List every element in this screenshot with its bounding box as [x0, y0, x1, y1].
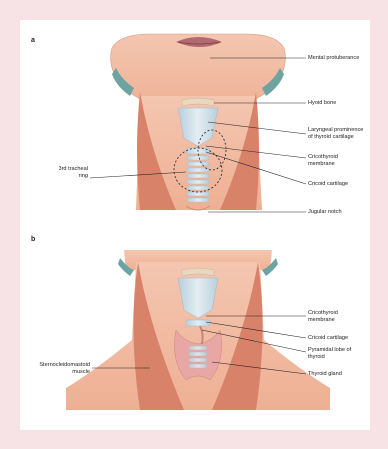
label-thyroid-gland: Thyroid gland: [308, 371, 378, 378]
label-pyramidal-lobe: Pyramidal lobe of thyroid: [308, 347, 358, 360]
label-hyoid-bone: Hyoid bone: [308, 100, 378, 107]
label-third-tracheal-ring: 3rd tracheal ring: [50, 166, 88, 179]
label-jugular-notch: Jugular notch: [308, 209, 378, 216]
figure-a-drawing: [90, 34, 306, 212]
label-cricoid-cartilage-b: Cricoid cartilage: [308, 335, 378, 342]
label-cricothyroid-membrane-b: Cricothyroid membrane: [308, 310, 358, 323]
label-mental-protuberance: Mental protuberance: [308, 55, 378, 62]
label-cricothyroid-membrane-a: Cricothyroid membrane: [308, 154, 358, 167]
label-sternocleidomastoid: Sternocleidomastoid muscle: [26, 362, 90, 375]
label-laryngeal-prominence: Laryngeal prominence of thyroid cartilag…: [308, 127, 368, 140]
figure-b-letter: b: [31, 236, 35, 243]
label-cricoid-cartilage-a: Cricoid cartilage: [308, 181, 378, 188]
figure-b-drawing: [66, 250, 330, 410]
figure-a-letter: a: [31, 37, 35, 44]
